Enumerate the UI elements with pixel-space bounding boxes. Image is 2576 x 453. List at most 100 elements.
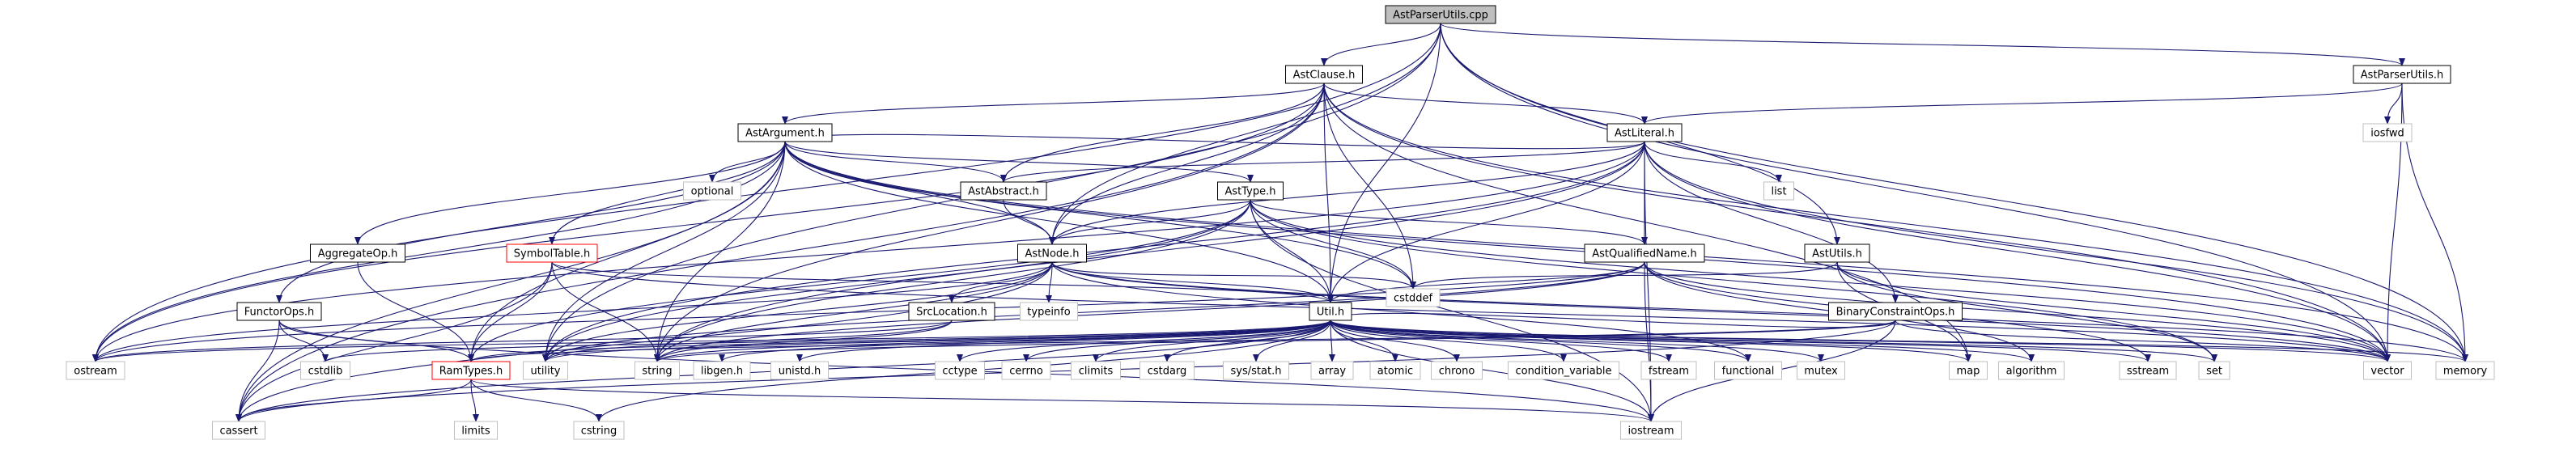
node-condition-variable: condition_variable [1508,361,1619,380]
edge-astnode-h-to-memory [1051,261,2468,362]
node-mutex: mutex [1797,361,1845,380]
node-box [1217,181,1284,201]
node-symboltable-h[interactable]: SymbolTable.h [506,243,598,263]
node-label: functional [1722,366,1775,378]
edge-astliteral-h-to-astabstract-h [1000,141,1645,183]
edge-astutils-h-to-cstddef [1410,261,1838,290]
edge-astargument-h-to-cstddef [784,141,1416,290]
node-astqualifiedname-h[interactable]: AstQualifiedName.h [1584,243,1705,263]
node-util-h[interactable]: Util.h [1309,302,1352,321]
edge-astliteral-h-to-binaryconstraintops-h [1644,141,1899,303]
edge-symboltable-h-to-util-h [551,261,1334,303]
edge-astliteral-h-to-string [654,141,1645,362]
edge-astutils-h-to-vector [1836,261,2391,362]
node-box [1828,302,1963,321]
edge-astclause-h-to-astargument-h [782,83,1325,125]
node-astnode-h[interactable]: AstNode.h [1017,243,1087,263]
node-functorops-h[interactable]: FunctorOps.h [236,302,322,321]
edge-asttype-h-to-astnode-h [1049,199,1251,245]
edge-astqualifiedname-h-to-ostream [92,261,1645,362]
edge-astargument-h-to-astabstract-h [784,141,1007,183]
edge-util-h-to-unistd-h [796,320,1331,362]
edge-util-h-to-chrono [1330,320,1460,362]
node-ostream: ostream [66,361,125,380]
node-label: AstParserUtils.h [2361,70,2443,82]
node-box [1223,361,1289,380]
node-aggregateop-h[interactable]: AggregateOp.h [310,243,405,263]
node-list: list [1763,181,1794,201]
node-box [1020,302,1078,321]
edge-astliteral-h-to-utility [542,141,1645,362]
node-iostream: iostream [1620,421,1682,440]
node-box [1309,302,1352,321]
node-label: array [1318,366,1346,378]
edge-astqualifiedname-h-to-util-h [1327,261,1645,303]
node-label: AstAbstract.h [968,186,1039,198]
node-label: SymbolTable.h [514,248,590,260]
node-label: sstream [2127,366,2169,378]
edge-astclause-h-to-string [654,83,1325,362]
edge-asttype-h-to-astqualifiedname-h [1250,199,1648,245]
edge-srclocation-h-to-ostream [92,320,953,362]
edge-astnode-h-to-ostream [92,261,1053,362]
node-label: AstNode.h [1025,248,1079,260]
node-box [1369,361,1421,380]
node-label: FunctorOps.h [244,307,314,319]
node-box [212,421,265,440]
node-label: RamTypes.h [439,366,503,378]
edge-astclause-h-to-util-h [1323,83,1334,303]
node-astliteral-h[interactable]: AstLiteral.h [1606,123,1683,142]
node-box [1640,361,1697,380]
node-box [66,361,125,380]
node-cstddef: cstddef [1386,288,1441,307]
edge-util-h-to-array [1328,320,1335,362]
edge-astargument-h-to-cassert [236,141,786,422]
edge-ramtypes-h-to-cassert [236,379,472,422]
edge-util-h-to-algorithm [1330,320,2035,362]
edge-astargument-h-to-utility [542,141,786,362]
node-ramtypes-h[interactable]: RamTypes.h [431,361,511,380]
edge-astliteral-h-to-util-h [1327,141,1645,303]
node-label: map [1957,366,1980,378]
node-astutils-h[interactable]: AstUtils.h [1804,243,1870,263]
node-box [1508,361,1619,380]
edge-astnode-h-to-typeinfo [1046,261,1053,303]
node-astclause-h[interactable]: AstClause.h [1285,65,1363,84]
edge-asttype-h-to-cstddef [1250,199,1416,290]
edge-astparserutils-cpp-to-ostream [92,23,1441,362]
node-limits: limits [454,421,498,440]
node-binaryconstraintops-h[interactable]: BinaryConstraintOps.h [1828,302,1963,321]
edge-binaryconstraintops-h-to-ramtypes-h [468,320,1896,362]
node-astabstract-h[interactable]: AstAbstract.h [960,181,1047,201]
node-box [1431,361,1483,380]
node-box [2363,361,2412,380]
edge-util-h-to-mutex [1330,320,1824,362]
edge-astclause-h-to-memory [1323,83,2468,362]
edge-astclause-h-to-astliteral-h [1323,83,1648,125]
node-box [1714,361,1782,380]
node-label: typeinfo [1027,307,1070,319]
node-asttype-h[interactable]: AstType.h [1217,181,1284,201]
node-label: AstQualifiedName.h [1592,248,1697,260]
node-astargument-h[interactable]: AstArgument.h [737,123,833,142]
node-label: climits [1079,366,1114,378]
node-box [1385,5,1496,24]
node-label: AggregateOp.h [318,248,398,260]
node-unistd-h: unistd.h [770,361,829,380]
node-cctype: cctype [935,361,985,380]
node-astparserutils-cpp[interactable]: AstParserUtils.cpp [1385,5,1496,24]
node-label: sys/stat.h [1231,366,1282,378]
node-libgen-h: libgen.h [693,361,751,380]
node-label: cstdarg [1148,366,1187,378]
edge-astargument-h-to-functorops-h [276,141,786,303]
node-astparserutils-h[interactable]: AstParserUtils.h [2353,65,2451,84]
edge-util-h-to-set [1330,320,2217,362]
node-srclocation-h[interactable]: SrcLocation.h [908,302,995,321]
node-sys-stat-h: sys/stat.h [1223,361,1289,380]
node-label: cstdlib [308,366,343,378]
node-label: iostream [1628,425,1674,438]
node-box [454,421,498,440]
node-climits: climits [1071,361,1121,380]
